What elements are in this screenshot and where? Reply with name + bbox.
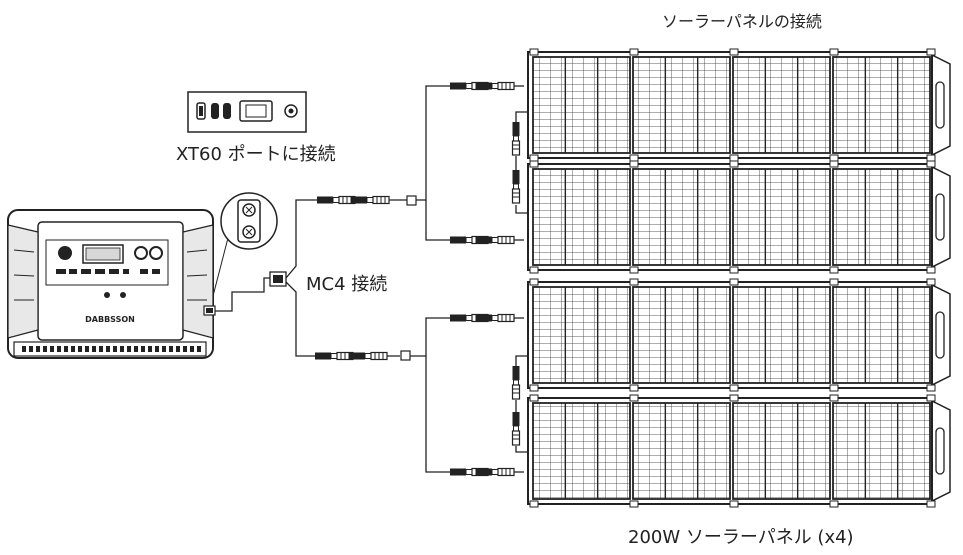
solar-panel [527, 160, 951, 274]
solar-panel [527, 48, 951, 162]
mc4-connector [475, 313, 515, 323]
solar-panel [527, 278, 951, 392]
solar-connection-title: ソーラーパネルの接続 [662, 12, 822, 31]
station-brand: DABBSSON [85, 315, 135, 324]
mc4-connector [511, 365, 521, 400]
mc4-connector [316, 195, 356, 205]
mc4-connector [511, 169, 521, 204]
mc4-connector [348, 351, 388, 361]
mc4-connector [350, 195, 390, 205]
mc4-connection-label: MC4 接続 [306, 274, 388, 295]
panels-caption: 200W ソーラーパネル (x4) [628, 527, 854, 548]
mc4-connector [475, 81, 515, 91]
mc4-connector [475, 467, 515, 477]
cable-network [214, 85, 530, 473]
mc4-connector [314, 351, 354, 361]
mc4-connector [511, 411, 521, 446]
solar-panel [527, 394, 951, 508]
xt60-port-label: XT60 ポートに接続 [176, 144, 336, 165]
xt60-port-panel-icon [187, 91, 307, 133]
mc4-connector [475, 235, 515, 245]
power-station: DABBSSON [7, 209, 214, 359]
mc4-connector [511, 121, 521, 156]
